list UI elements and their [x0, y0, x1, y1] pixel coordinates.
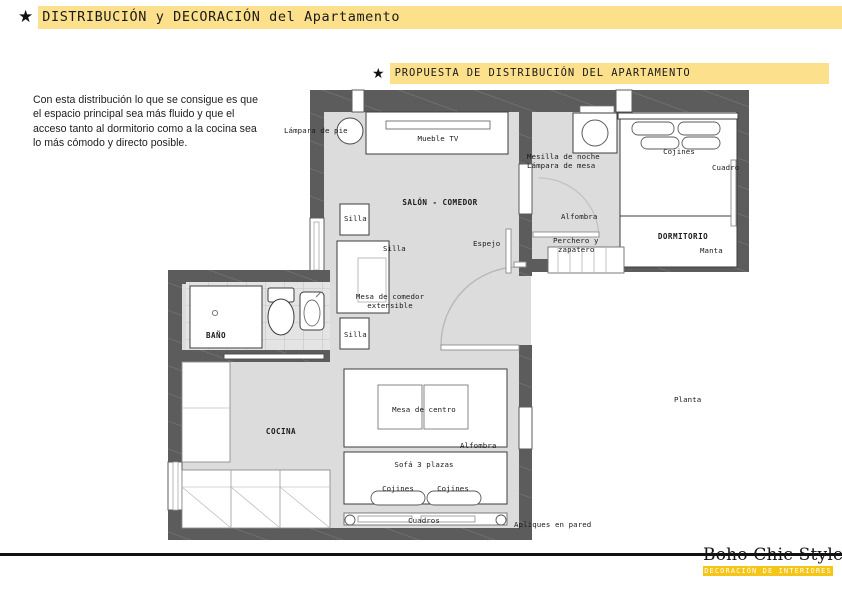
annotation-cuadros: Cuadros — [408, 516, 440, 525]
annotation-mesa-comedor-extensible: extensible — [367, 301, 413, 310]
sub-heading: ★ PROPUESTA DE DISTRIBUCIÓN DEL APARTAME… — [372, 63, 829, 84]
annotation-alfombra-salon: Alfombra — [460, 441, 497, 450]
star-icon-secondary: ★ — [372, 65, 385, 82]
annotation-perchero: Perchero y — [553, 236, 599, 245]
annotation-cojines-sofa-1: Cojines — [382, 484, 414, 493]
floor-plan — [167, 89, 749, 540]
annotation-silla-2: Silla — [383, 244, 406, 253]
logo-name: Boho Chic Style — [703, 545, 842, 565]
room-label-cocina: COCINA — [265, 427, 297, 436]
annotation-silla-3: Silla — [344, 330, 367, 339]
annotation-mesa-comedor: Mesa de comedor — [355, 292, 425, 301]
annotation-alfombra-dormitorio: Alfombra — [561, 212, 598, 221]
room-label-bano: BAÑO — [205, 331, 227, 340]
annotation-mueble-tv: Mueble TV — [417, 134, 459, 143]
annotation-mesa-de-centro: Mesa de centro — [392, 405, 456, 414]
intro-paragraph: Con esta distribución lo que se consigue… — [33, 94, 258, 150]
annotation-apliques-en-pared: Apliques en pared — [514, 520, 592, 529]
star-icon: ★ — [18, 7, 34, 27]
annotation-manta: Manta — [700, 246, 723, 255]
room-label-salon-comedor: SALÓN - COMEDOR — [402, 198, 478, 207]
annotation-lampara-de-mesa: Lámpara de mesa — [527, 161, 596, 170]
annotation-planta: Planta — [674, 395, 702, 404]
brand-logo: Boho Chic Style DECORACIÓN DE INTERIORES — [703, 545, 842, 576]
annotation-lampara-de-pie: Lámpara de pie — [284, 126, 348, 135]
annotation-cuadro: Cuadro — [712, 163, 740, 172]
room-label-dormitorio: DORMITORIO — [657, 232, 709, 241]
annotation-mesilla-de-noche: Mesilla de noche — [527, 152, 600, 161]
logo-tagline: DECORACIÓN DE INTERIORES — [703, 566, 833, 576]
annotation-espejo: Espejo — [473, 239, 501, 248]
main-heading-text: DISTRIBUCIÓN y DECORACIÓN del Apartament… — [38, 6, 842, 29]
main-heading: ★ DISTRIBUCIÓN y DECORACIÓN del Apartame… — [18, 6, 842, 29]
annotation-zapatero: zapatero — [558, 245, 595, 254]
footer-divider — [0, 553, 842, 556]
annotation-cojines-cama: Cojines — [663, 147, 695, 156]
annotation-silla-1: Silla — [344, 214, 367, 223]
sub-heading-text: PROPUESTA DE DISTRIBUCIÓN DEL APARTAMENT… — [389, 63, 829, 84]
annotation-cojines-sofa-2: Cojines — [437, 484, 469, 493]
annotation-sofa-3-plazas: Sofá 3 plazas — [394, 460, 454, 469]
